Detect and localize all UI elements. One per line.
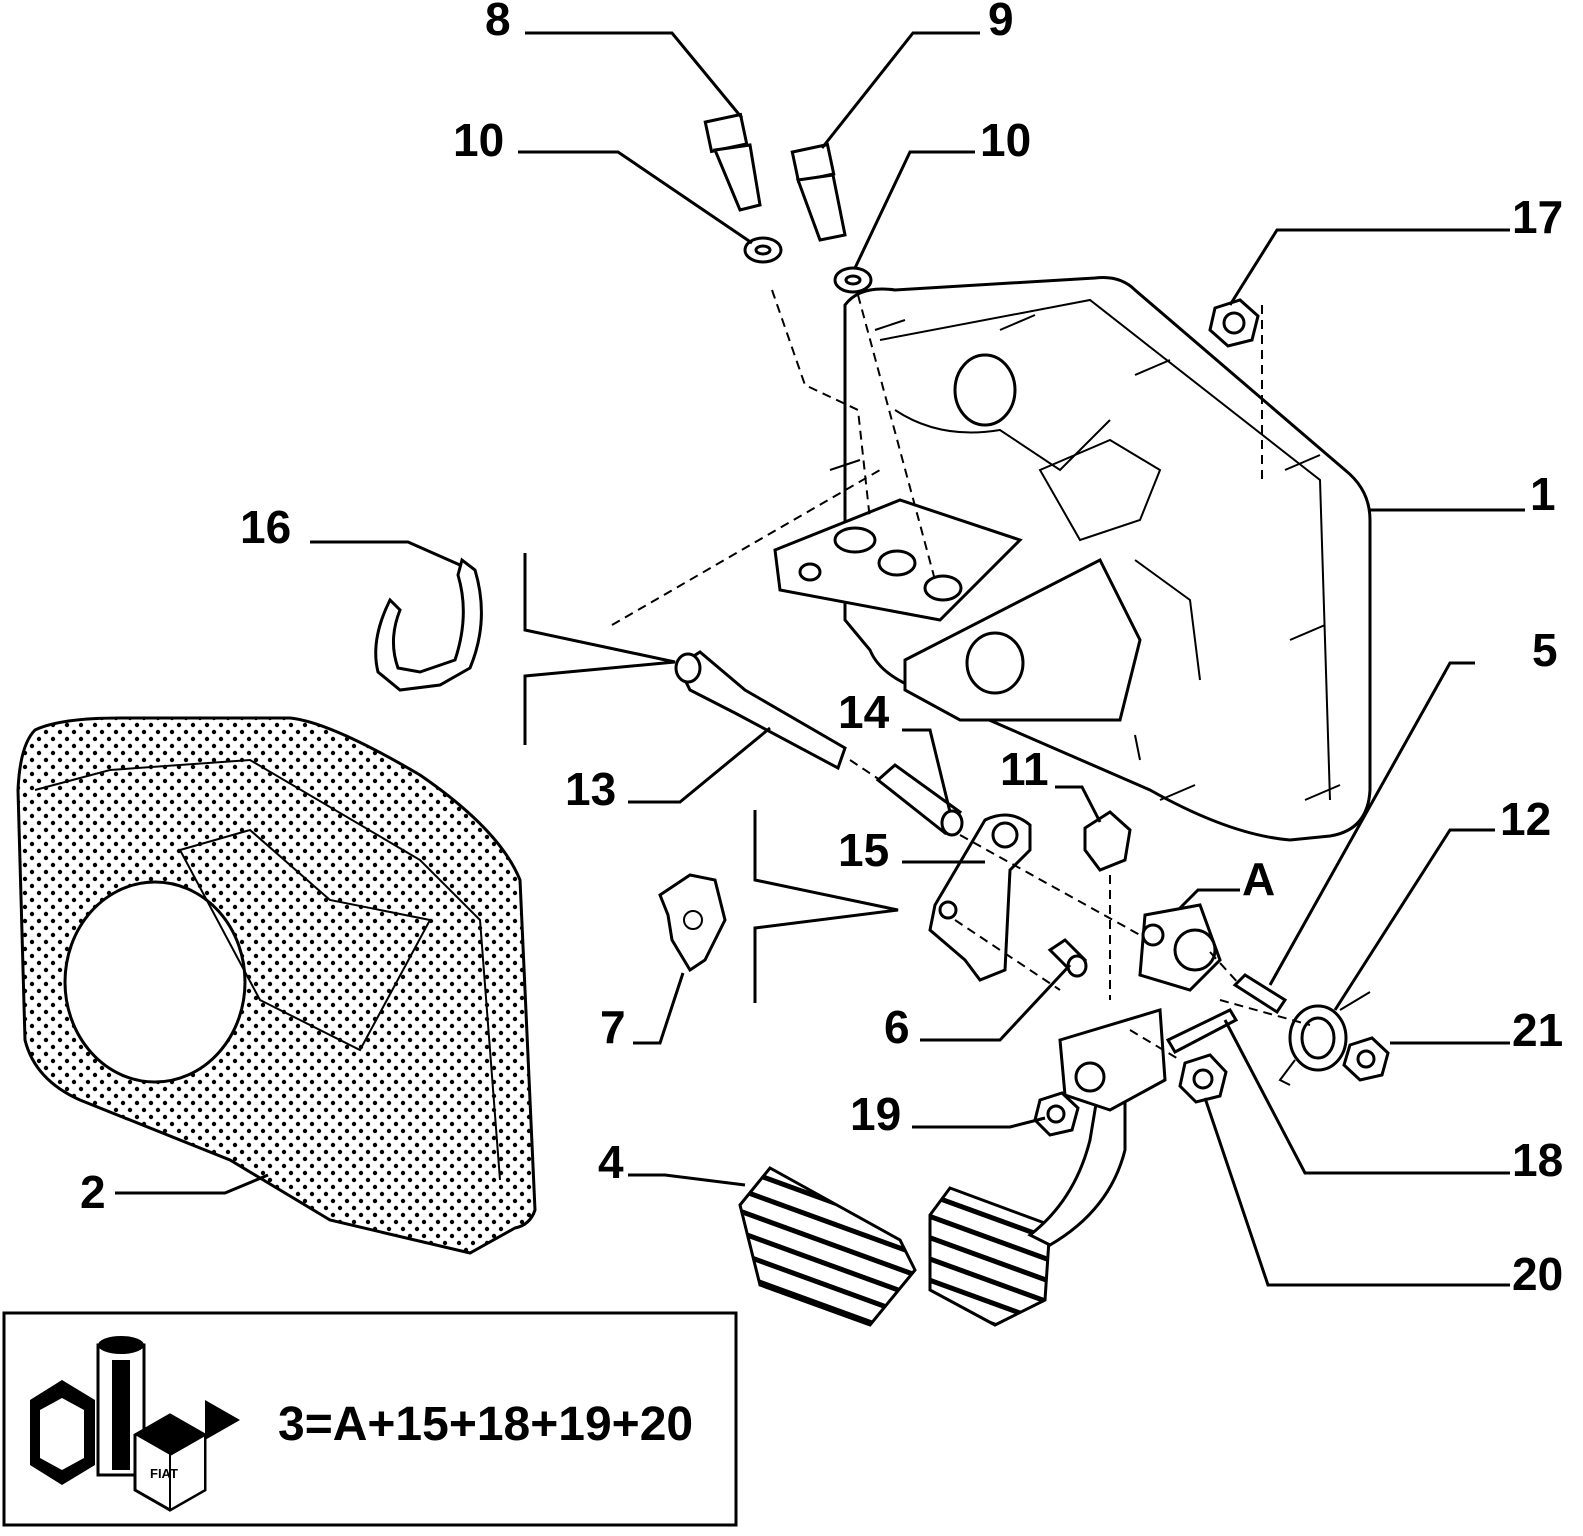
pedal-shaft-assembly-A (1138, 903, 1222, 992)
nut-17 (1208, 298, 1260, 348)
pin-5 (1232, 973, 1288, 1015)
fiat-kit-icon: FIAT (30, 1336, 240, 1512)
callout-4: 4 (598, 1136, 624, 1188)
callout-6: 6 (884, 1001, 910, 1053)
leader-lines (115, 31, 1525, 1287)
callout-14: 14 (838, 686, 890, 738)
kit-formula: 3=A+15+18+19+20 (278, 1398, 693, 1451)
callout-labels: 8 9 10 10 17 1 16 5 14 11 13 12 15 A 7 6… (80, 0, 1563, 1300)
bushing-14 (875, 763, 964, 837)
callout-17: 17 (1512, 191, 1563, 243)
callout-9: 9 (988, 0, 1014, 45)
assembly-guide-lines (611, 289, 1311, 1061)
callout-1: 1 (1530, 468, 1556, 520)
callout-18: 18 (1512, 1134, 1563, 1186)
callout-2: 2 (80, 1166, 106, 1218)
return-spring-12 (1278, 991, 1371, 1086)
insulation-pad (16, 716, 537, 1255)
callout-13: 13 (565, 763, 616, 815)
switch-9 (790, 142, 847, 242)
stud-18 (1165, 1008, 1239, 1054)
fiat-logo-text: FIAT (150, 1466, 178, 1481)
nut-21 (1342, 1036, 1390, 1082)
callout-20: 20 (1512, 1248, 1563, 1300)
pivot-shaft-13 (674, 650, 847, 771)
callout-19: 19 (850, 1088, 901, 1140)
kit-legend: FIAT 3=A+15+18+19+20 (2, 1311, 738, 1527)
callout-15: 15 (838, 824, 889, 876)
retaining-clip-16 (374, 557, 483, 692)
callout-12: 12 (1500, 793, 1551, 845)
callout-A: A (1242, 853, 1275, 905)
pedal-pads (738, 1008, 1167, 1327)
bushing-6 (1047, 938, 1088, 978)
washers-10 (743, 236, 873, 294)
callout-10-left: 10 (453, 114, 504, 166)
spring-clip-7 (658, 873, 727, 973)
callout-21: 21 (1512, 1004, 1563, 1056)
nut-19 (1033, 1091, 1080, 1137)
nut-20 (1178, 1053, 1228, 1104)
callout-7: 7 (600, 1001, 626, 1053)
callout-16: 16 (240, 501, 291, 553)
callout-5: 5 (1532, 624, 1558, 676)
switch-8 (703, 112, 762, 212)
callout-11: 11 (1000, 743, 1049, 795)
stop-block-11 (1083, 810, 1132, 872)
callout-8: 8 (485, 0, 511, 45)
pedal-bracket (773, 276, 1372, 842)
callout-10-right: 10 (980, 114, 1031, 166)
bracket-plate-15 (928, 813, 1032, 982)
